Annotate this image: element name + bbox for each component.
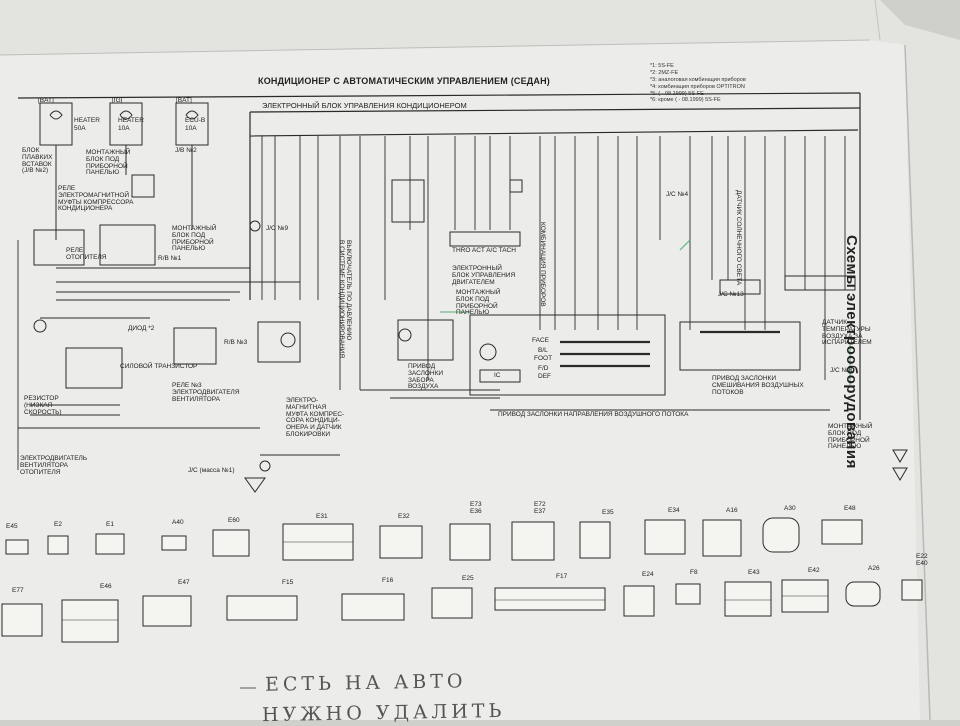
conn-code: E1 [106,521,114,528]
foot-label: FOOT [534,355,553,362]
def-label: DEF [538,373,551,380]
conn-code: E72 E37 [534,501,546,515]
mount-block-4-label: МОНТАЖНЫЙ БЛОК ПОД ПРИБОРНОЙ ПАНЕЛЬЮ [828,423,873,451]
schematic-frame [17,92,861,420]
side-title: Схемы электрооборудования [843,235,860,469]
resistor-label: РЕЗИСТОР (НИЗКАЯ СКОРОСТЬ) [24,395,62,416]
conn-code: E43 [748,569,760,576]
relay-boxes [33,174,856,396]
fuse-2-rating: 10A [118,125,130,132]
green-marker [440,239,851,385]
mount-block-2-label: МОНТАЖНЫЙ БЛОК ПОД ПРИБОРНОЙ ПАНЕЛЬЮ [172,225,217,253]
ecu-label: ЭЛЕКТРОННЫЙ БЛОК УПРАВЛЕНИЯ КОНДИЦИОНЕРО… [262,101,467,110]
conn-code: E45 [6,523,18,530]
connector-pins [62,541,828,621]
clutch-label: ЭЛЕКТРО- МАГНИТНАЯ МУФТА КОМПРЕС- СОРА К… [286,397,345,439]
rb3-label: R/B №3 [224,339,248,346]
motor-symbols [33,220,497,472]
airflow-actuator-label: ПРИВОД ЗАСЛОНКИ НАПРАВЛЕНИЯ ВОЗДУШНОГО П… [498,411,689,418]
mount-block-3-label: МОНТАЖНЫЙ БЛОК ПОД ПРИБОРНОЙ ПАНЕЛЬЮ [456,289,501,317]
jc4-label: J/C №4 [666,191,689,198]
pressure-switch-label: ВЫКЛЮЧАТЕЛЬ ПО ДАВЛЕНИЮ В СИСТЕМЕ КОНДИЦ… [338,240,352,359]
ic-label: IC [494,372,501,379]
horizontal-wires [17,240,830,470]
fuse-1-name: HEATER [74,117,100,124]
fuse-1-bat: [BAT] [38,97,54,104]
fuse-3-rating: 10A [185,125,197,132]
conn-code: E47 [178,579,190,586]
ground-symbols [244,449,908,493]
mix-actuator-label: ПРИВОД ЗАСЛОНКИ СМЕШИВАНИЯ ВОЗДУШНЫХ ПОТ… [712,375,804,396]
conn-code: F17 [556,573,568,580]
jc8-label: J/C №8 [830,367,853,374]
conn-code: F16 [382,577,394,584]
sun-sensor-label: ДАТЧИК СОЛНЕЧНОГО СВЕТА [735,190,742,286]
fd-label: F/D [538,365,549,372]
conn-code: E22 E40 [916,553,928,567]
conn-code: E31 [316,513,328,520]
conn-code: A26 [868,565,880,572]
handwriting-line-2: НУЖНО УДАЛИТЬ [261,699,506,726]
conn-code: E34 [668,507,680,514]
compressor-relay-label: РЕЛЕ ЭЛЕКТРОМАГНИТНОЙ МУФТЫ КОМПРЕССОРА … [58,185,134,213]
fuse-boxes [39,102,209,240]
conn-code: E73 E36 [470,501,482,515]
rb1-label: R/B №1 [158,255,182,262]
handwriting-line-1: ЕСТЬ НА АВТО [264,670,467,696]
conn-code: E2 [54,521,62,528]
conn-code: E42 [808,567,820,574]
fuse-1-rating: 50A [74,125,86,132]
conn-code: E77 [12,587,24,594]
fuse-3-bat: [BAT] [176,97,192,104]
engine-ecu-label: ЭЛЕКТРОННЫЙ БЛОК УПРАВЛЕНИЯ ДВИГАТЕЛЕМ [452,265,516,286]
jc9-label: J/C №9 [266,225,289,232]
conn-code: A40 [172,519,184,526]
heater-relay-label: РЕЛЕ ОТОПИТЕЛЯ [66,247,107,261]
jb2-label: J/B №2 [175,147,197,154]
footnotes: *1: 5S-FE *2: 2MZ-FE *3: аналоговая комб… [650,63,746,104]
wire-bundle [261,136,846,390]
fan-relay-label: РЕЛЕ №3 ЭЛЕКТРОДВИГАТЕЛЯ ВЕНТИЛЯТОРА [172,382,240,403]
actuator-bars [560,330,780,368]
fuse-2-name: HEATER [118,117,144,124]
fuse-block-label: БЛОК ПЛАВКИХ ВСТАВОК (J/B №2) [22,147,53,175]
fuse-2-bat: [IG] [112,97,123,104]
fuse-3-name: ECU-B [185,117,206,124]
face-label: FACE [532,337,549,344]
conn-code: F8 [690,569,698,576]
page-title: КОНДИЦИОНЕР С АВТОМАТИЧЕСКИМ УПРАВЛЕНИЕМ… [258,76,551,86]
blower-motor-label: ЭЛЕКТРОДВИГАТЕЛЬ ВЕНТИЛЯТОРА ОТОПИТЕЛЯ [20,455,88,476]
mount-block-1-label: МОНТАЖНЫЙ БЛОК ПОД ПРИБОРНОЙ ПАНЕЛЬЮ [86,149,131,177]
power-transistor-label: СИЛОВОЙ ТРАНЗИСТОР [120,363,198,370]
diode-label: ДИОД *2 [128,325,155,332]
tacho-label: THRO ACT A/C TACH [452,247,516,254]
conn-code: E46 [100,583,112,590]
evap-sensor-label: ДАТЧИК ТЕМПЕРАТУРЫ ВОЗДУХА ЗА ИСПАРИТЕЛЕ… [822,319,872,347]
conn-code: E25 [462,575,474,582]
conn-code: E48 [844,505,856,512]
conn-code: E24 [642,571,654,578]
conn-code: E35 [602,509,614,516]
jc13-label: J/C №13 [718,291,744,298]
conn-code: A30 [784,505,796,512]
jc-mass-label: J/C (масса №1) [188,467,235,474]
conn-code: F15 [282,579,294,586]
conn-code: E60 [228,517,240,524]
instrument-cluster-label: КОМБИНАЦИЯ ПРИБОРОВ [539,222,546,307]
bl-label: B/L [538,347,548,354]
intake-actuator-label: ПРИВОД ЗАСЛОНКИ ЗАБОРА ВОЗДУХА [408,363,444,391]
conn-code: E32 [398,513,410,520]
conn-code: A16 [726,507,738,514]
